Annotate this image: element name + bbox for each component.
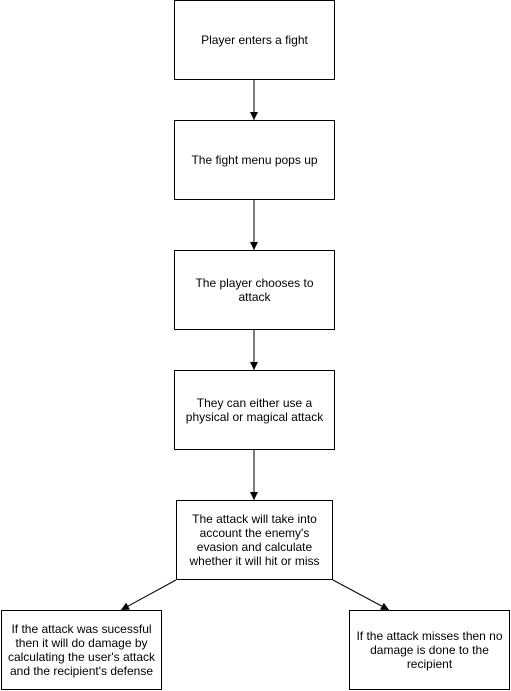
node-label: The attack will take into account the en…	[189, 512, 320, 568]
node-attack-miss: If the attack misses then no damage is d…	[349, 610, 510, 690]
node-player-enters-fight: Player enters a fight	[174, 0, 335, 80]
node-label: Player enters a fight	[201, 33, 308, 47]
node-label: If the attack misses then no damage is d…	[356, 629, 503, 671]
edge-hit-calc-to-success	[120, 579, 177, 611]
edge-hit-calc-to-miss	[332, 579, 390, 611]
node-player-chooses-attack: The player chooses to attack	[174, 250, 335, 330]
node-label: If the attack was sucessful then it will…	[7, 622, 156, 678]
node-label: The player chooses to attack	[195, 276, 314, 304]
node-fight-menu-pops-up: The fight menu pops up	[174, 120, 335, 200]
node-label: They can either use a physical or magica…	[185, 396, 324, 424]
node-label: The fight menu pops up	[191, 153, 318, 167]
node-attack-type: They can either use a physical or magica…	[174, 370, 335, 450]
node-hit-calculation: The attack will take into account the en…	[176, 500, 333, 580]
node-attack-success: If the attack was sucessful then it will…	[1, 610, 162, 690]
